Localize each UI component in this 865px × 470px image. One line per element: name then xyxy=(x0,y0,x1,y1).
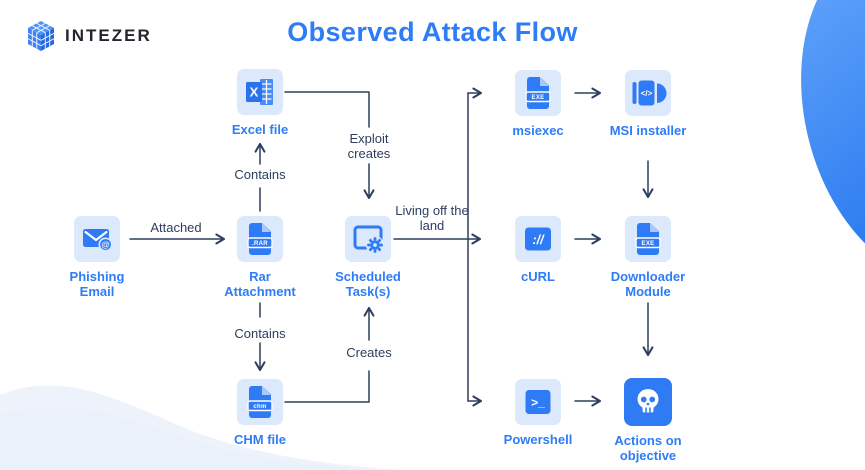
node-excel-file: X Excel file xyxy=(216,69,304,137)
intezer-cube-icon xyxy=(27,21,55,51)
node-label-msiexec: msiexec xyxy=(512,123,564,138)
protocol-glyph: :// xyxy=(532,233,545,247)
intezer-logo: INTEZER xyxy=(26,20,152,52)
node-scheduled-tasks: Scheduled Task(s) xyxy=(324,216,412,299)
node-label-excel-file: Excel file xyxy=(231,122,289,137)
node-rar-attachment: .RAR Rar Attachment xyxy=(216,216,304,299)
email-at-icon: @ xyxy=(74,216,120,262)
node-label-chm-file: CHM file xyxy=(234,432,286,447)
edge-label-exploit-creates: Exploit creates xyxy=(347,131,391,161)
node-msiexec: EXE msiexec xyxy=(494,70,582,138)
exe-badge: EXE xyxy=(642,241,655,247)
node-powershell: >_ Powershell xyxy=(494,379,582,447)
installer-package-icon: </> xyxy=(625,70,671,116)
node-phishing-email: @ Phishing Email xyxy=(53,216,141,299)
scheduled-task-icon xyxy=(345,216,391,262)
node-label-actions-on-objective: Actions on objective xyxy=(614,433,682,463)
node-label-powershell: Powershell xyxy=(503,432,573,447)
exe-badge: EXE xyxy=(532,95,545,101)
edge-label-contains-top: Contains xyxy=(234,167,286,182)
code-glyph: </> xyxy=(641,89,653,98)
node-label-phishing-email: Phishing Email xyxy=(69,269,125,299)
page-title: Observed Attack Flow xyxy=(287,17,578,47)
rar-badge: .RAR xyxy=(252,241,268,247)
exe-file-icon: EXE xyxy=(625,216,671,262)
edge-label-creates: Creates xyxy=(346,345,392,360)
chm-file-icon: chm xyxy=(237,379,283,425)
edge-label-contains-bottom: Contains xyxy=(234,326,286,341)
chm-badge: chm xyxy=(253,404,266,410)
rar-file-icon: .RAR xyxy=(237,216,283,262)
node-label-msi-installer: MSI installer xyxy=(609,123,687,138)
prompt-glyph: >_ xyxy=(531,396,545,410)
node-label-curl: cURL xyxy=(521,269,555,284)
node-label-rar-attachment: Rar Attachment xyxy=(224,269,296,299)
skull-icon xyxy=(624,378,672,426)
excel-x-glyph: X xyxy=(250,85,259,100)
node-actions-on-objective: Actions on objective xyxy=(604,378,692,463)
svg-text:@: @ xyxy=(101,239,109,249)
node-chm-file: chm CHM file xyxy=(216,379,304,447)
node-label-scheduled-tasks: Scheduled Task(s) xyxy=(335,269,401,299)
node-label-downloader-module: Downloader Module xyxy=(610,269,686,299)
logo-wordmark: INTEZER xyxy=(65,26,152,45)
node-msi-installer: </> MSI installer xyxy=(604,70,692,138)
exe-file-icon: EXE xyxy=(515,70,561,116)
node-downloader-module: EXE Downloader Module xyxy=(604,216,692,299)
edge-label-living-off-the-land: Living off the land xyxy=(395,203,469,233)
terminal-icon: >_ xyxy=(515,379,561,425)
edge-label-attached: Attached xyxy=(150,220,202,235)
node-curl: :// cURL xyxy=(494,216,582,284)
excel-icon: X xyxy=(237,69,283,115)
url-protocol-icon: :// xyxy=(515,216,561,262)
